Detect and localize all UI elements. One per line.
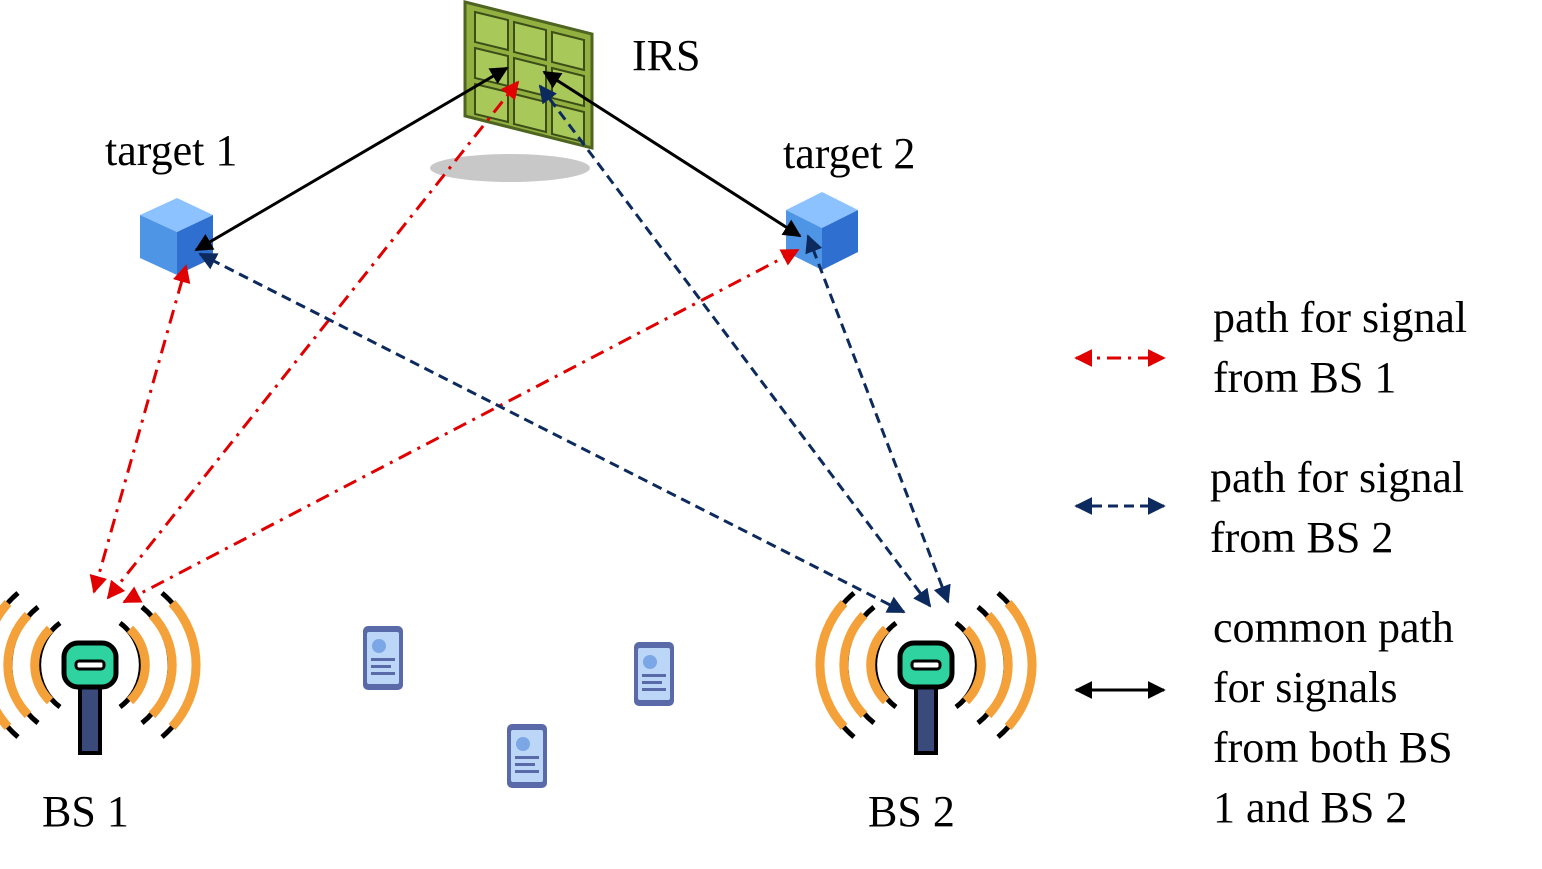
bs1-antenna-icon xyxy=(0,591,201,755)
path-bs1-irs xyxy=(106,80,520,600)
target-2-label: target 2 xyxy=(783,129,915,178)
legend-common-text: common path for signals from both BS 1 a… xyxy=(1213,603,1465,832)
bs2-label: BS 2 xyxy=(868,787,955,836)
legend-common-line-4: 1 and BS 2 xyxy=(1213,783,1407,832)
legend-bs2-line-2: from BS 2 xyxy=(1210,513,1393,562)
target-1-cube-icon xyxy=(140,198,213,275)
legend-bs2-text: path for signal from BS 2 xyxy=(1210,453,1475,562)
path-bs1-target2 xyxy=(122,248,800,604)
legend-bs1-line-1: path for signal xyxy=(1213,293,1467,342)
path-target2-irs xyxy=(542,70,802,238)
irs-icon xyxy=(430,0,594,182)
legend-common-line-2: for signals xyxy=(1213,663,1398,712)
bs1-label: BS 1 xyxy=(42,787,129,836)
user-device-2-smartphone-icon xyxy=(634,642,674,706)
path-bs2-target2 xyxy=(805,234,951,604)
legend-bs2-line-1: path for signal xyxy=(1210,453,1464,502)
bs2-paths xyxy=(198,84,951,614)
path-bs1-target1 xyxy=(89,264,191,594)
user-device-1-smartphone-icon xyxy=(363,626,403,690)
irs-label: IRS xyxy=(632,31,700,80)
path-bs2-irs xyxy=(538,84,932,608)
legend-bs1-line-2: from BS 1 xyxy=(1213,353,1396,402)
target-2-cube-icon xyxy=(786,192,858,270)
legend: path for signal from BS 1 path for signa… xyxy=(1074,293,1478,832)
target-1-label: target 1 xyxy=(105,126,237,175)
legend-common-line-3: from both BS xyxy=(1213,723,1453,772)
legend-bs1-text: path for signal from BS 1 xyxy=(1213,293,1478,402)
legend-common-line-1: common path xyxy=(1213,603,1454,652)
user-device-3-smartphone-icon xyxy=(507,724,547,788)
bs2-antenna-icon xyxy=(815,591,1037,755)
